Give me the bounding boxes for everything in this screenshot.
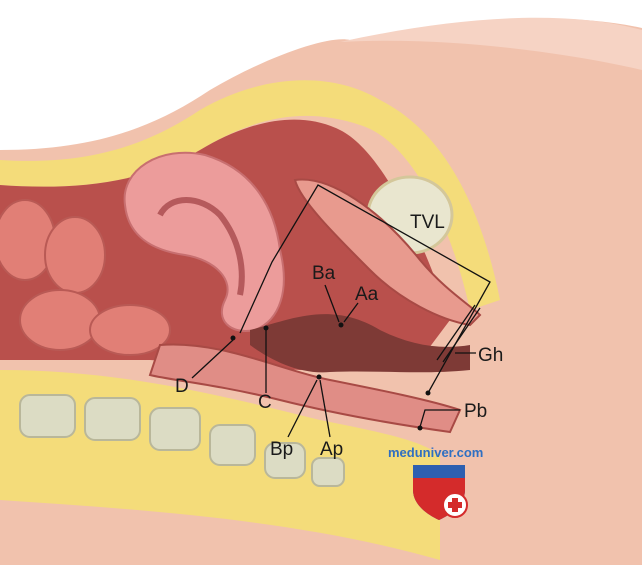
label-ap: Ap [320, 439, 343, 460]
sacrum-bones [19, 394, 345, 487]
label-tvl: TVL [410, 212, 445, 233]
label-aa: Aa [355, 284, 379, 305]
uterine-cavity [157, 197, 245, 296]
vaginal-canal [250, 314, 470, 373]
bowel-loops [0, 199, 171, 356]
rectum [148, 343, 462, 434]
measurement-lines [191, 184, 491, 438]
label-d: D [175, 376, 189, 397]
lower-skin [0, 500, 440, 565]
label-pb: Pb [464, 401, 487, 422]
label-bp: Bp [270, 439, 293, 460]
anterior-vaginal-wall [293, 178, 482, 327]
label-gh: Gh [478, 345, 503, 366]
body-outer-contour [340, 17, 642, 70]
label-c: C [258, 392, 272, 413]
label-ba: Ba [312, 263, 336, 284]
shield-logo-icon [413, 465, 468, 520]
watermark-text: meduniver.com [388, 445, 483, 460]
